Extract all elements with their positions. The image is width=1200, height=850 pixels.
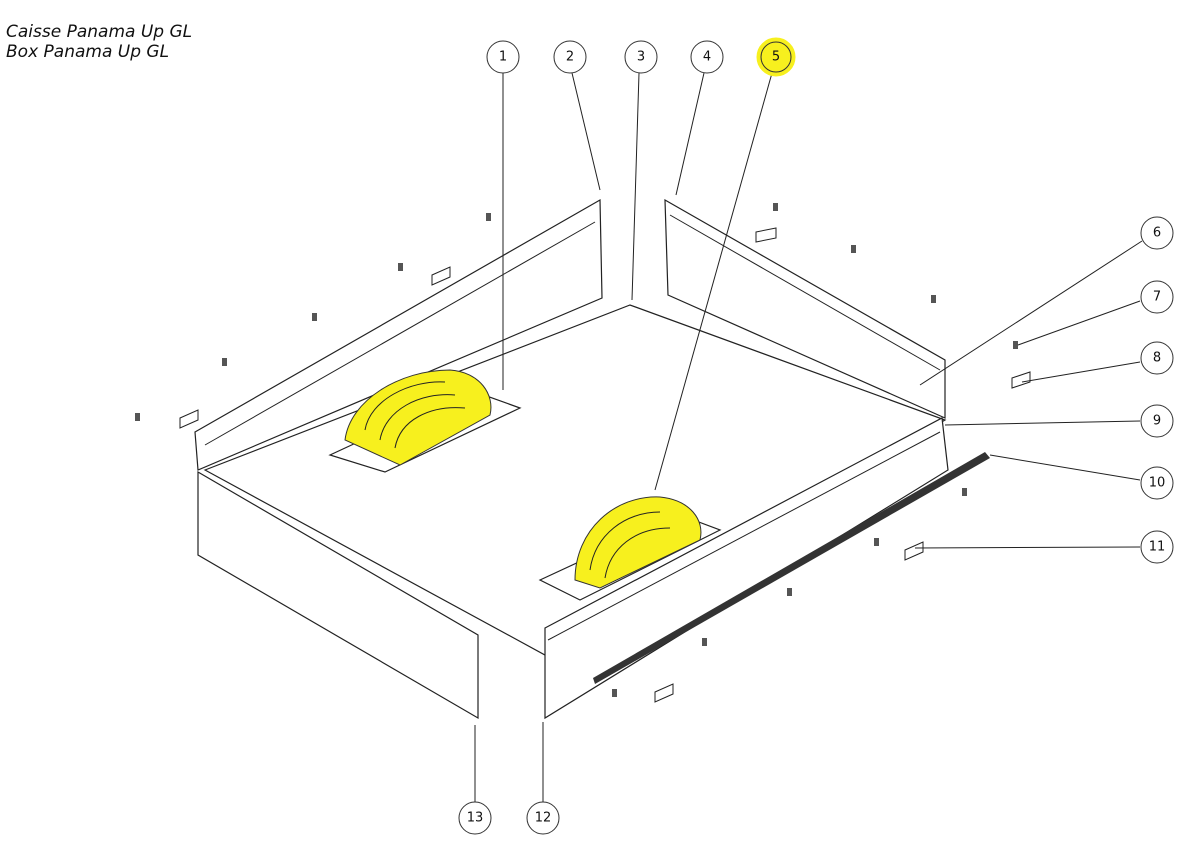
fender-right (538, 496, 722, 601)
plates (179, 227, 1031, 703)
svg-text:13: 13 (467, 811, 484, 826)
callout-2: 2 (553, 40, 587, 74)
callout-5-highlighted: 5 (756, 37, 796, 77)
callout-1: 1 (486, 40, 520, 74)
leader-lines (474, 72, 1143, 802)
svg-text:12: 12 (535, 811, 552, 826)
callout-8: 8 (1140, 341, 1174, 375)
callout-12: 12 (526, 801, 560, 835)
svg-text:9: 9 (1153, 414, 1161, 429)
back-left-wall (194, 198, 603, 471)
box-floor (203, 304, 947, 656)
svg-text:6: 6 (1153, 226, 1161, 241)
small-parts (135, 203, 1018, 697)
callout-10: 10 (1140, 466, 1174, 500)
svg-text:2: 2 (566, 50, 574, 65)
svg-text:4: 4 (703, 50, 711, 65)
svg-text:1: 1 (499, 50, 507, 65)
callout-6: 6 (1140, 216, 1174, 250)
front-left-wall (197, 470, 479, 720)
title-english: Box Panama Up GL (6, 42, 170, 62)
callout-4: 4 (690, 40, 724, 74)
svg-text:7: 7 (1153, 290, 1161, 305)
rail (593, 452, 990, 684)
callout-3: 3 (624, 40, 658, 74)
title-french: Caisse Panama Up GL (6, 22, 193, 42)
callout-11: 11 (1140, 530, 1174, 564)
fender-left (328, 369, 522, 473)
svg-text:11: 11 (1149, 540, 1166, 555)
callout-13: 13 (458, 801, 492, 835)
back-right-wall (664, 198, 946, 419)
front-right-wall (544, 417, 949, 720)
svg-text:3: 3 (637, 50, 645, 65)
svg-text:5: 5 (772, 50, 780, 65)
callout-7: 7 (1140, 280, 1174, 314)
svg-text:8: 8 (1153, 351, 1161, 366)
callout-9: 9 (1140, 404, 1174, 438)
svg-text:10: 10 (1149, 476, 1166, 491)
